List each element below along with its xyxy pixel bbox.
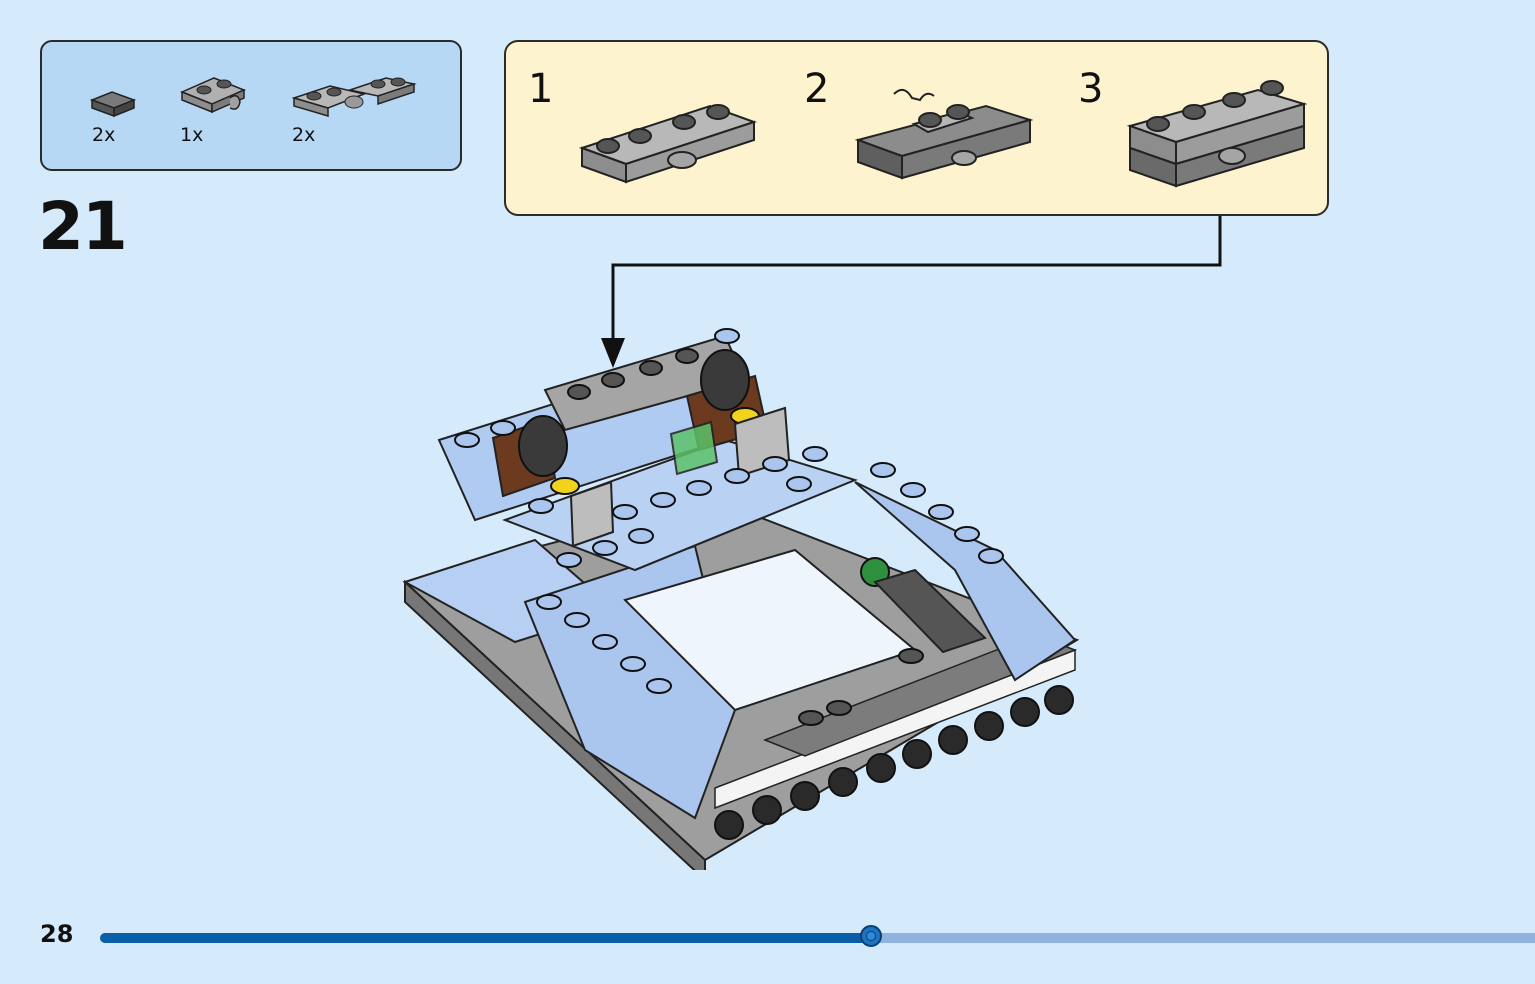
part-quantity: 2x: [92, 124, 116, 146]
part-clip-plate: 1x: [178, 68, 250, 146]
step-number: 21: [38, 188, 128, 265]
clip-plate-icon: [180, 77, 246, 114]
sub-step-label-3: 3: [1078, 66, 1104, 112]
part-flat-tile: 2x: [90, 90, 138, 146]
part-quantity: 1x: [180, 124, 204, 146]
progress-bar-fill: [100, 933, 871, 943]
part-hinge-plate: 2x: [290, 68, 418, 146]
progress-knob-icon: [860, 925, 882, 947]
part-quantity: 2x: [292, 124, 316, 146]
sub-step-3-illustration: [1126, 80, 1308, 188]
sub-step-label-1: 1: [528, 66, 554, 112]
parts-list-box: 2x 1x 2x: [40, 40, 462, 171]
sub-step-1-illustration: [578, 104, 758, 184]
sub-assembly-box: 1 2 3: [504, 40, 1329, 216]
sub-step-2-illustration: [854, 88, 1034, 180]
hinge-plate-icon: [291, 77, 417, 118]
model-illustration: [402, 328, 1080, 870]
page-number: 28: [40, 920, 74, 948]
progress-bar: [100, 925, 1535, 947]
flat-tile-icon: [90, 91, 137, 118]
sub-step-label-2: 2: [804, 66, 830, 112]
